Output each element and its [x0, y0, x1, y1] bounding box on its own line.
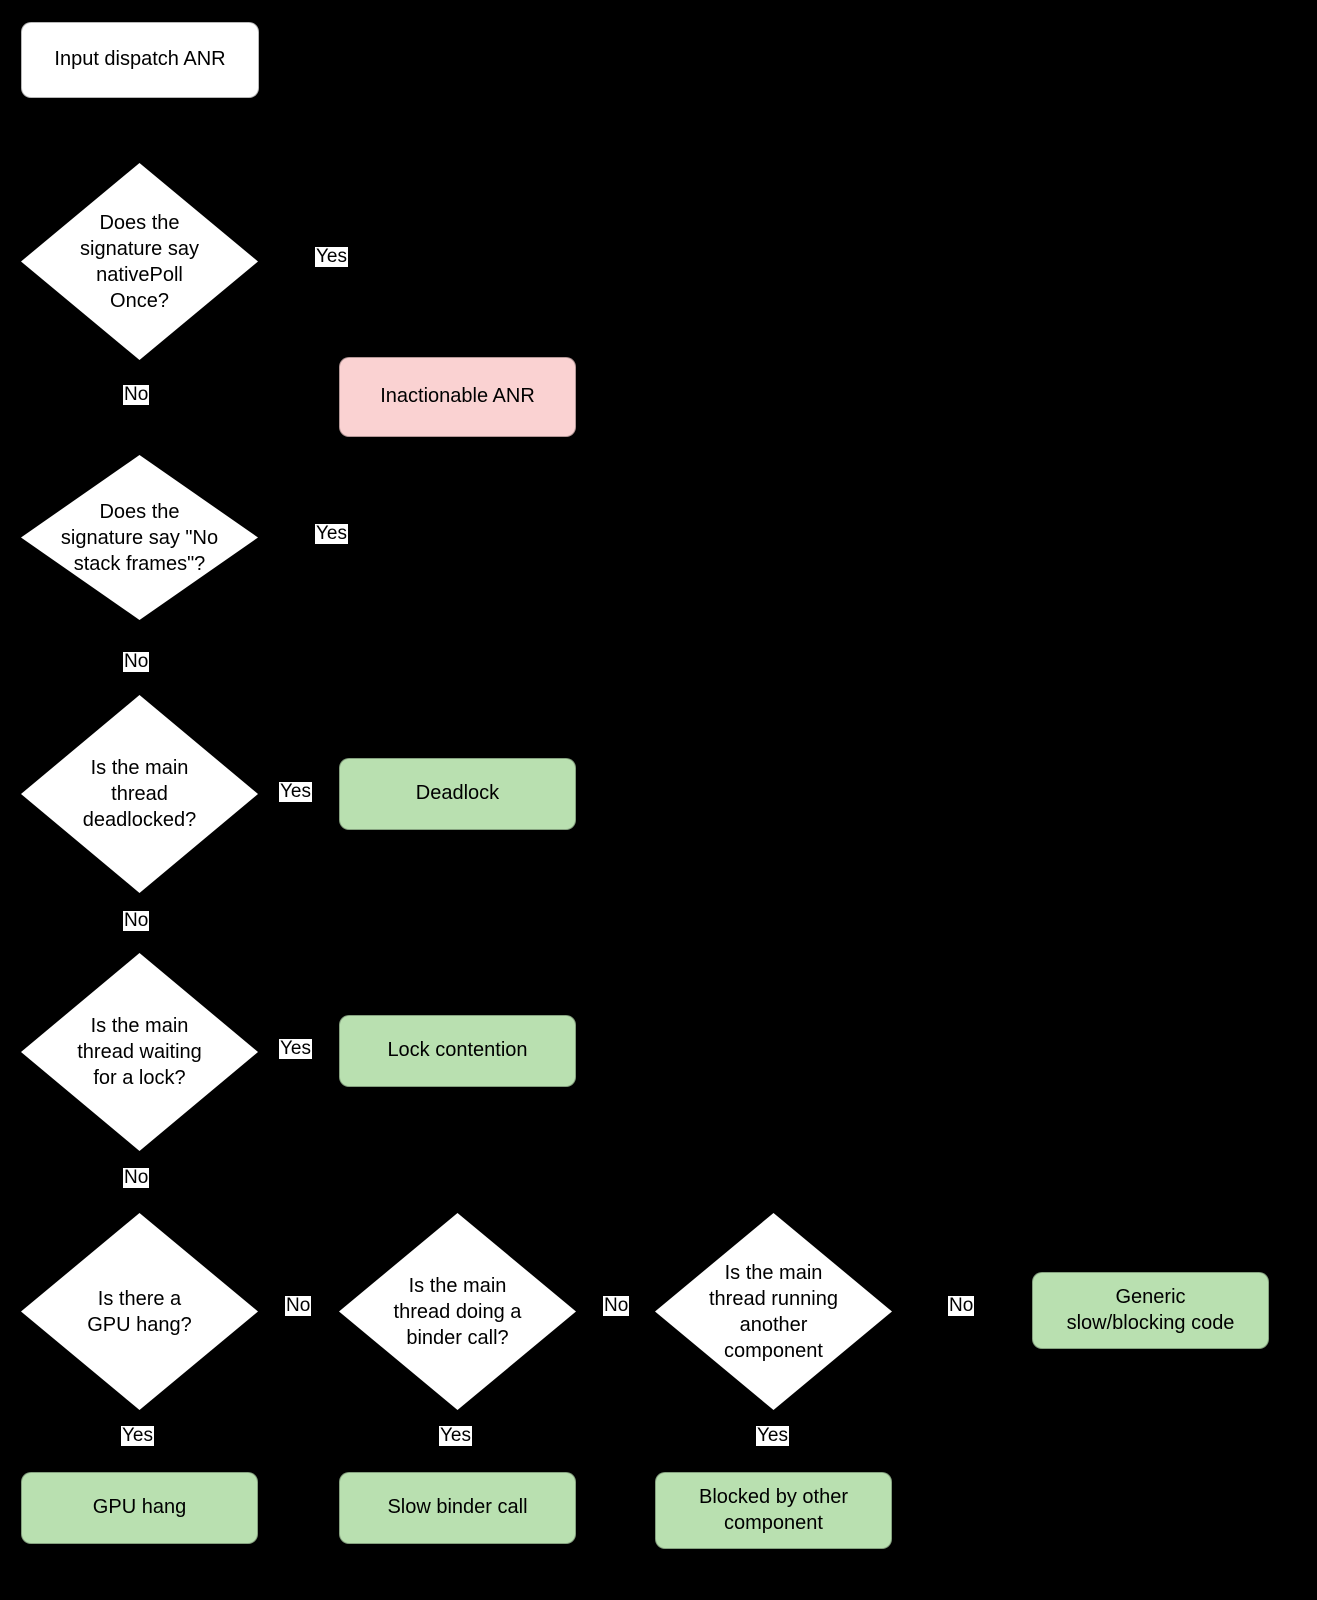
- diamond-shape: [21, 455, 258, 620]
- edge-label-d7-no: No: [948, 1295, 975, 1316]
- edge-label-d2-no: No: [123, 651, 150, 672]
- node-label: Input dispatch ANR: [54, 48, 226, 71]
- diamond-shape: [21, 1213, 258, 1410]
- edge-label-d1-yes: Yes: [315, 246, 348, 267]
- decision-binder-call[interactable]: Is the main thread doing a binder call?: [339, 1213, 576, 1410]
- decision-running-another-component[interactable]: Is the main thread running another compo…: [655, 1213, 892, 1410]
- decision-no-stack-frames[interactable]: Does the signature say "No stack frames"…: [21, 455, 258, 620]
- edge-label-d2-yes: Yes: [315, 523, 348, 544]
- edge-label-d5-no: No: [285, 1295, 312, 1316]
- node-blocked-by-other-component[interactable]: Blocked by other component: [655, 1472, 892, 1549]
- decision-native-poll-once[interactable]: Does the signature say nativePoll Once?: [21, 163, 258, 360]
- decision-gpu-hang[interactable]: Is there a GPU hang?: [21, 1213, 258, 1410]
- node-lock-contention[interactable]: Lock contention: [339, 1015, 576, 1087]
- node-label: Blocked by other component: [699, 1485, 848, 1534]
- edge-label-d1-no: No: [123, 384, 150, 405]
- node-gpu-hang[interactable]: GPU hang: [21, 1472, 258, 1544]
- node-label: Inactionable ANR: [380, 385, 535, 408]
- node-label: GPU hang: [92, 1496, 187, 1519]
- node-generic-slow-blocking-code[interactable]: Generic slow/blocking code: [1032, 1272, 1269, 1349]
- edge-label-d6-no: No: [603, 1295, 630, 1316]
- node-input-dispatch-anr[interactable]: Input dispatch ANR: [21, 22, 259, 98]
- diamond-shape: [339, 1213, 576, 1410]
- node-slow-binder-call[interactable]: Slow binder call: [339, 1472, 576, 1544]
- node-inactionable-anr[interactable]: Inactionable ANR: [339, 357, 576, 437]
- node-label: Lock contention: [387, 1039, 528, 1062]
- diamond-shape: [655, 1213, 892, 1410]
- node-deadlock[interactable]: Deadlock: [339, 758, 576, 830]
- diamond-shape: [21, 695, 258, 893]
- diamond-shape: [21, 163, 258, 360]
- edge-label-d7-yes: Yes: [756, 1425, 789, 1446]
- edge-label-d4-no: No: [123, 1167, 150, 1188]
- node-label: Deadlock: [415, 782, 500, 805]
- node-label: Slow binder call: [387, 1496, 528, 1519]
- decision-main-thread-deadlocked[interactable]: Is the main thread deadlocked?: [21, 695, 258, 893]
- node-label: Generic slow/blocking code: [1066, 1285, 1235, 1334]
- edge-label-d4-yes: Yes: [279, 1038, 312, 1059]
- edge-label-d6-yes: Yes: [439, 1425, 472, 1446]
- diamond-shape: [21, 953, 258, 1151]
- edge-label-d5-yes: Yes: [121, 1425, 154, 1446]
- edge-label-d3-no: No: [123, 910, 150, 931]
- decision-main-thread-waiting-lock[interactable]: Is the main thread waiting for a lock?: [21, 953, 258, 1151]
- edge-label-d3-yes: Yes: [279, 781, 312, 802]
